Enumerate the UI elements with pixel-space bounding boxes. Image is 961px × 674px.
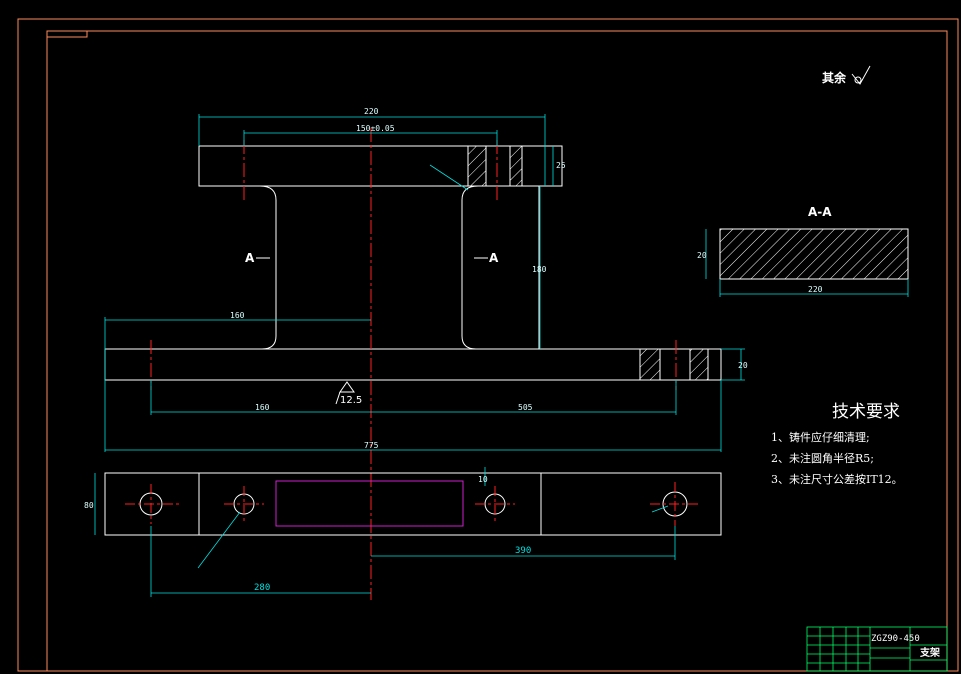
- roughness-value: 12.5: [340, 395, 362, 406]
- corner-tab: [46, 30, 88, 38]
- dim-hole-spacing: 150±0.05: [356, 124, 395, 133]
- requirements-title: 技术要求: [832, 402, 900, 422]
- inner-frame: [46, 30, 948, 672]
- dim-base-thickness: 20: [738, 361, 748, 370]
- dimension-lines: [104, 114, 745, 452]
- requirement-item-2: 2、未注圆角半径R5;: [771, 451, 874, 465]
- requirement-item-1: 1、铸件应仔细清理;: [771, 430, 870, 444]
- dim-left-offset: 160: [230, 311, 245, 320]
- roughness-note: 其余: [822, 70, 847, 85]
- section-aa: [719, 228, 909, 280]
- dim-section-width: 220: [808, 285, 823, 294]
- hatch-base: [639, 348, 709, 381]
- dim-top-width: 220: [364, 107, 379, 116]
- dim-top-thickness: 25: [556, 161, 566, 170]
- dim-plan-280: 280: [254, 583, 270, 593]
- title-part-name: 支架: [919, 646, 940, 659]
- dim-plan-width: 80: [84, 501, 94, 510]
- centerlines: [150, 128, 677, 600]
- dim-height: 180: [532, 265, 547, 274]
- roughness-mark-icon: [335, 381, 355, 405]
- section-label: A-A: [808, 205, 832, 219]
- section-marker-right: A: [489, 251, 499, 265]
- dim-section-height: 20: [697, 251, 707, 260]
- title-drawing-number: ZGZ90-450: [871, 634, 920, 644]
- section-marker-left: A: [245, 251, 255, 265]
- dim-span-right: 505: [518, 403, 533, 412]
- front-view: [104, 145, 722, 381]
- dim-plan-390: 390: [515, 546, 531, 556]
- dim-plan-small: 10: [478, 475, 488, 484]
- roughness-symbol-icon: [851, 65, 871, 85]
- requirement-item-3: 3、未注尺寸公差按IT12。: [771, 472, 903, 486]
- dim-span-left: 160: [255, 403, 270, 412]
- plan-slot: [275, 480, 464, 527]
- title-block: [806, 626, 948, 672]
- hatch-top-left: [467, 145, 523, 187]
- dim-total-length: 775: [364, 441, 379, 450]
